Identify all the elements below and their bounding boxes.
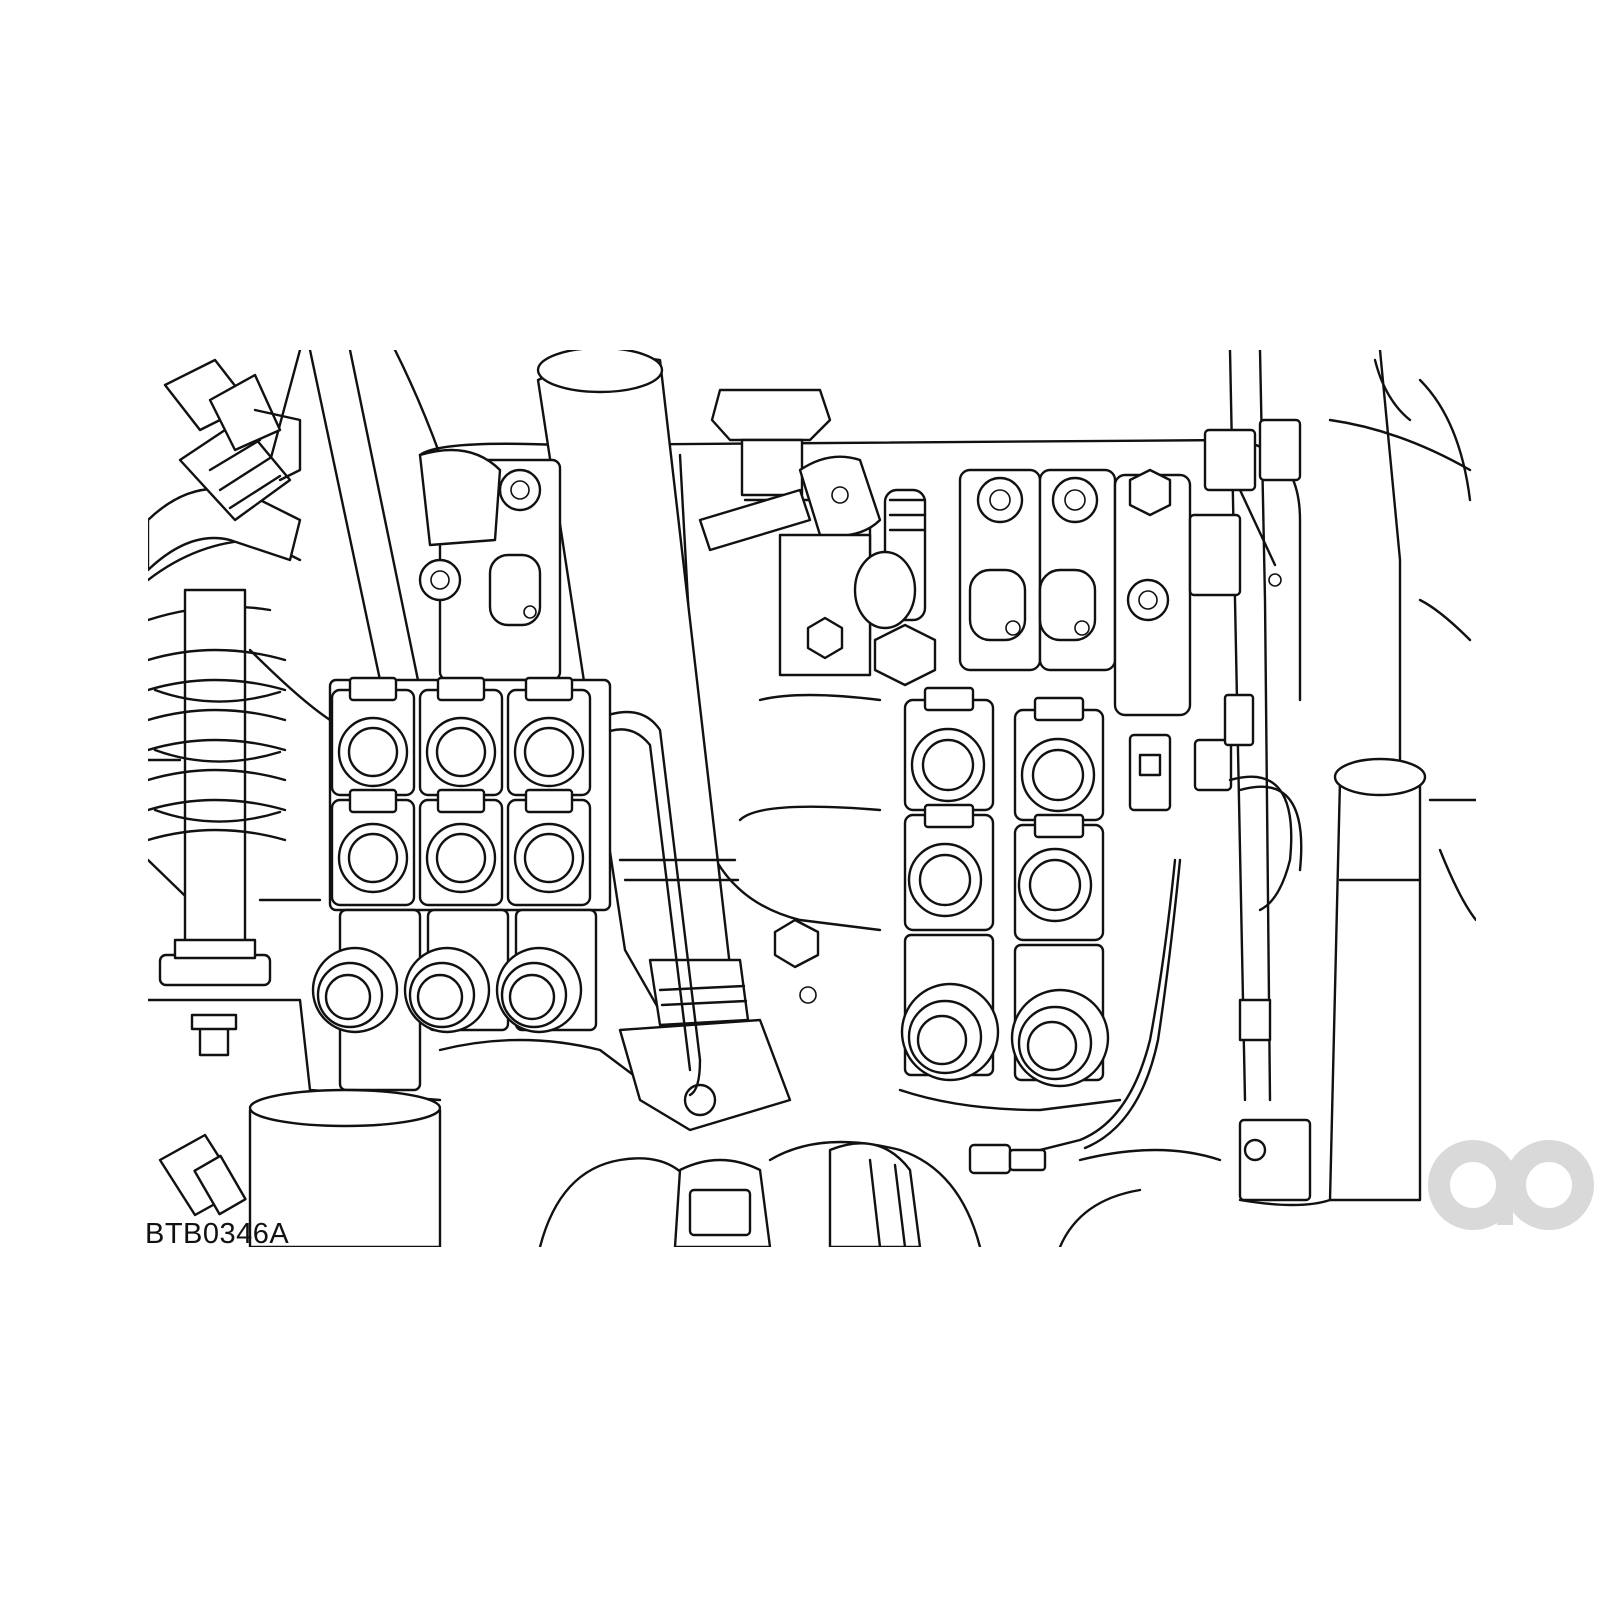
top-left-hose-fitting	[148, 358, 302, 572]
coil-spring-assembly	[148, 588, 287, 1057]
ao-logo-watermark-icon	[1428, 1140, 1594, 1230]
hydraulic-cylinder	[536, 350, 792, 1132]
right-cylinder	[1238, 757, 1427, 1207]
lower-linkage	[673, 998, 1272, 1247]
left-valve-bank	[158, 448, 612, 1247]
figure-code-label: BTB0346A	[145, 1218, 290, 1250]
center-fittings	[698, 388, 937, 1004]
right-valve-bank	[900, 358, 1412, 1175]
